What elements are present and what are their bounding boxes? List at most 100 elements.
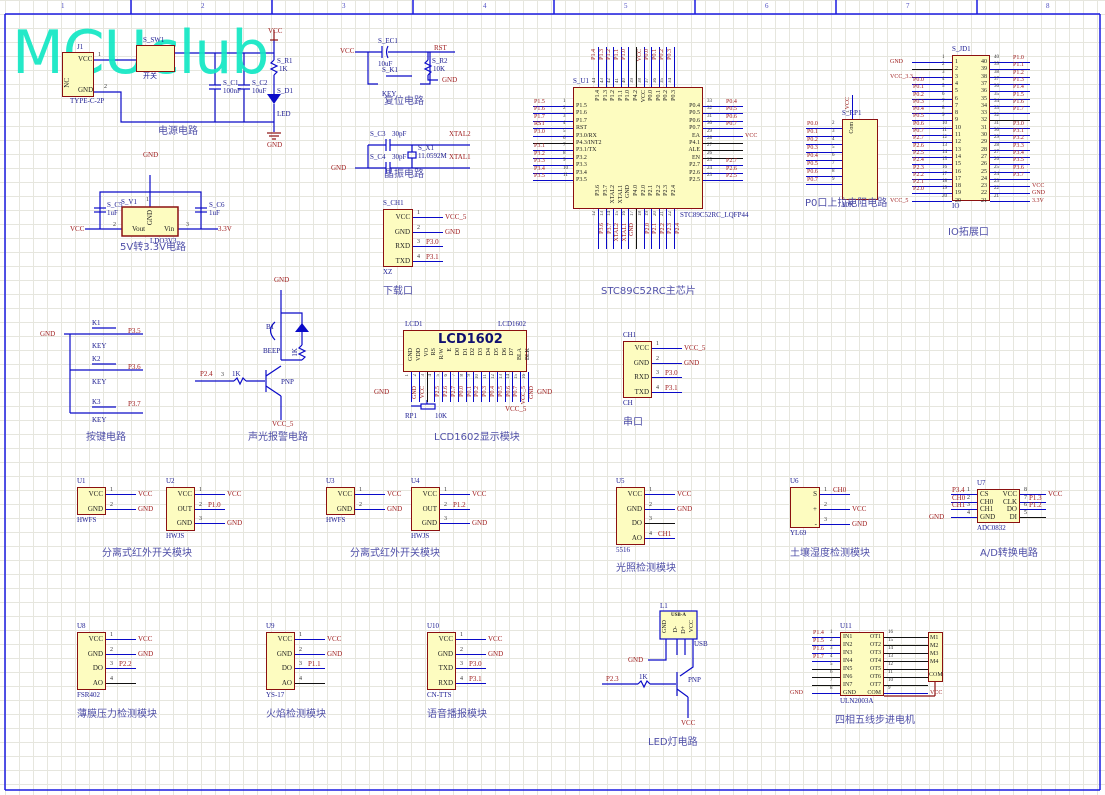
pin-name: GND xyxy=(87,649,103,658)
net-label: VCC xyxy=(677,490,692,498)
d1-ref: S_D1 xyxy=(277,87,293,95)
pin-number: 24 xyxy=(994,171,999,177)
pin-name: IN7 xyxy=(843,682,853,688)
pin-lead xyxy=(442,372,444,402)
pin-name: P4.2 xyxy=(633,90,639,101)
pin-lead xyxy=(951,516,977,518)
pin-lead xyxy=(489,372,490,402)
pin-lead xyxy=(413,231,443,233)
power-switch xyxy=(136,45,175,72)
pin-number: 1 xyxy=(199,487,202,493)
pin-name: P3.4 xyxy=(576,169,587,176)
pin-name: GND xyxy=(336,505,352,513)
u5-component-body xyxy=(616,487,645,545)
pin-number: 1 xyxy=(98,52,101,58)
pin-name: 25 xyxy=(981,168,987,175)
b1-part: BEEP xyxy=(263,347,281,355)
key-part: KEY xyxy=(92,342,107,350)
pin-name: CH0 xyxy=(980,497,994,506)
pin-lead xyxy=(703,120,743,122)
pin-number: 3 xyxy=(110,661,113,667)
j1-pin-gnd: GND xyxy=(78,86,94,94)
pin-name: D0 xyxy=(454,348,461,356)
pin-lead xyxy=(645,523,675,524)
pin-name: RXD xyxy=(395,242,410,250)
pin-number: 26 xyxy=(994,157,999,163)
net-label: P0.7 xyxy=(913,128,924,134)
pin-number: 4 xyxy=(460,675,463,682)
net-label: GND xyxy=(684,358,700,367)
motor-connector-wires xyxy=(884,681,936,697)
pin-name: AO xyxy=(631,533,642,542)
gnd-net-label: GND xyxy=(143,151,159,159)
net-label: P2.2 xyxy=(659,223,666,234)
pin-name: P3.2 xyxy=(576,154,587,161)
pin-number: 37 xyxy=(645,78,651,83)
pin-number: 5 xyxy=(1024,509,1027,516)
pin-lead xyxy=(990,135,1030,136)
pin-lead xyxy=(106,668,136,669)
net-label: P2.5 xyxy=(913,149,924,156)
section-title: LCD1602显示模块 xyxy=(434,432,520,443)
pin-lead xyxy=(703,157,743,159)
key-net-label: P3.5 xyxy=(128,327,141,335)
pin-lead xyxy=(598,47,599,87)
pin-lead xyxy=(605,209,607,249)
pin-lead xyxy=(912,156,952,158)
pin-name: P1.2 xyxy=(610,90,617,101)
net-label: XTAL1 xyxy=(621,223,628,242)
gnd-net-label: GND xyxy=(537,388,553,396)
pin-number: 33 xyxy=(994,106,999,112)
ec1-value: 10uF xyxy=(378,60,393,68)
pin-number: 32 xyxy=(707,106,712,112)
sw1-ref: S_SW1 xyxy=(143,36,165,44)
net-label: P3.0 xyxy=(469,660,482,668)
pin-name: 21 xyxy=(981,197,987,204)
pin-lead xyxy=(812,669,840,670)
pin-lead xyxy=(912,76,952,78)
pin-lead xyxy=(806,144,842,145)
pin-name: VCC xyxy=(640,90,647,103)
pin-lead xyxy=(820,494,850,495)
pin-number: 1 xyxy=(359,487,362,493)
pin-number: 7 xyxy=(563,143,566,149)
pin-number: 10 xyxy=(563,165,568,171)
net-label: VCC_5 xyxy=(445,213,467,221)
pin-name: 33 xyxy=(981,110,987,117)
pin-name: OT6 xyxy=(870,674,881,680)
pin-name: 1 xyxy=(955,59,958,65)
pin-number: 2 xyxy=(104,84,107,90)
vcc-net-label: VCC xyxy=(681,719,696,727)
pin-name: P0.5 xyxy=(689,110,700,117)
pin-lead xyxy=(884,669,928,670)
pin-name: 14 xyxy=(955,153,961,160)
pin-name: 16 xyxy=(955,168,961,175)
pin-lead xyxy=(456,682,486,684)
lcd1602-display xyxy=(403,330,527,372)
pin-name: P4.1 xyxy=(689,140,700,146)
pin-number: 9 xyxy=(942,113,945,119)
pin-number: 10 xyxy=(942,120,947,126)
pin-name: TXD xyxy=(438,664,453,672)
pin-number: 24 xyxy=(707,165,712,171)
pin-name: VCC xyxy=(634,344,649,352)
section-title: 晶振电路 xyxy=(384,169,424,180)
pin-number: 6 xyxy=(563,136,566,141)
pin-name: TXD xyxy=(634,387,649,396)
pin-number: 12 xyxy=(490,374,496,379)
pin-name: 6 xyxy=(955,95,958,102)
pin-name: COM xyxy=(867,690,881,696)
pin-name: 30 xyxy=(981,132,987,138)
u2-component-body xyxy=(166,487,195,531)
pin-lead xyxy=(413,217,443,218)
pin-number: 13 xyxy=(498,374,504,379)
net-label: P0.6 xyxy=(807,169,818,175)
pin-number: 20 xyxy=(942,193,947,199)
pin-number: 7 xyxy=(451,374,457,377)
pin-number: 2 xyxy=(110,502,113,508)
pin-name: P1.1 xyxy=(617,90,624,101)
pin-number: 2 xyxy=(412,374,418,377)
component-ref: U7 xyxy=(977,479,986,487)
pin-number: 4 xyxy=(967,509,970,516)
component-part: FSR402 xyxy=(77,691,100,699)
